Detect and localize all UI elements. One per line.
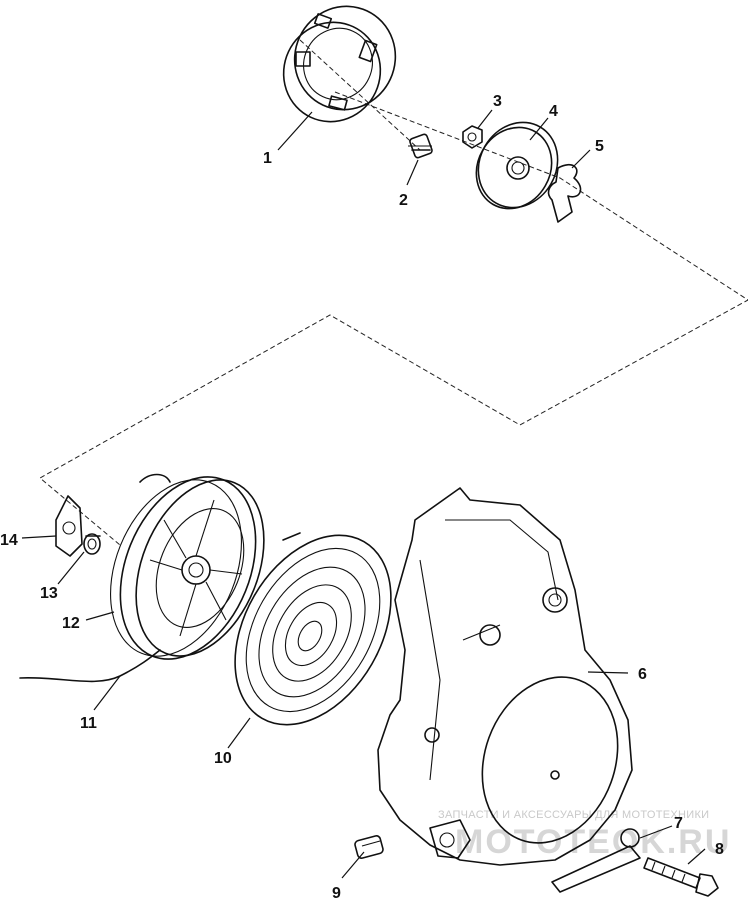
callout-11: 11 [80, 715, 97, 732]
watermark-line2: MOTOTEOK.RU [455, 823, 731, 861]
part-3-nut [462, 125, 483, 149]
callout-7: 7 [674, 815, 683, 832]
part-1-starter-cup [282, 5, 397, 123]
part-2-bolt [408, 133, 433, 159]
callout-3: 3 [493, 93, 502, 110]
part-6-housing [377, 487, 633, 866]
watermark: ЗАПЧАСТИ И АКСЕССУАРЫ ДЛЯ МОТОТЕХНИКИ MO… [438, 809, 731, 861]
callout-4: 4 [549, 103, 558, 120]
part-11-rope [19, 649, 161, 683]
callout-6: 6 [638, 666, 647, 683]
callout-1: 1 [263, 150, 272, 167]
assembly-centerline-upper [299, 39, 421, 151]
callout-2: 2 [399, 192, 408, 209]
part-5-spring-clip [547, 163, 582, 223]
part-7-strap [551, 828, 641, 893]
callout-labels: 1 2 3 4 5 6 7 8 9 10 11 12 13 14 [0, 93, 724, 901]
callout-14: 14 [0, 532, 18, 549]
callout-5: 5 [595, 138, 604, 155]
part-13-washer [83, 533, 101, 555]
watermark-line1: ЗАПЧАСТИ И АКСЕССУАРЫ ДЛЯ МОТОТЕХНИКИ [438, 809, 709, 821]
callout-12: 12 [62, 615, 80, 632]
callout-10: 10 [214, 750, 232, 767]
assembly-centerline [39, 91, 748, 546]
part-10-recoil-spring [234, 532, 392, 726]
part-14-pawl [55, 495, 83, 557]
callout-13: 13 [40, 585, 58, 602]
callout-9: 9 [332, 885, 341, 901]
part-8-long-bolt [643, 857, 719, 897]
leader-lines [21, 109, 706, 879]
part-4-pulley [475, 121, 559, 210]
part-12-reel [110, 473, 265, 660]
callout-8: 8 [715, 841, 724, 858]
part-9-fitting [354, 835, 384, 859]
